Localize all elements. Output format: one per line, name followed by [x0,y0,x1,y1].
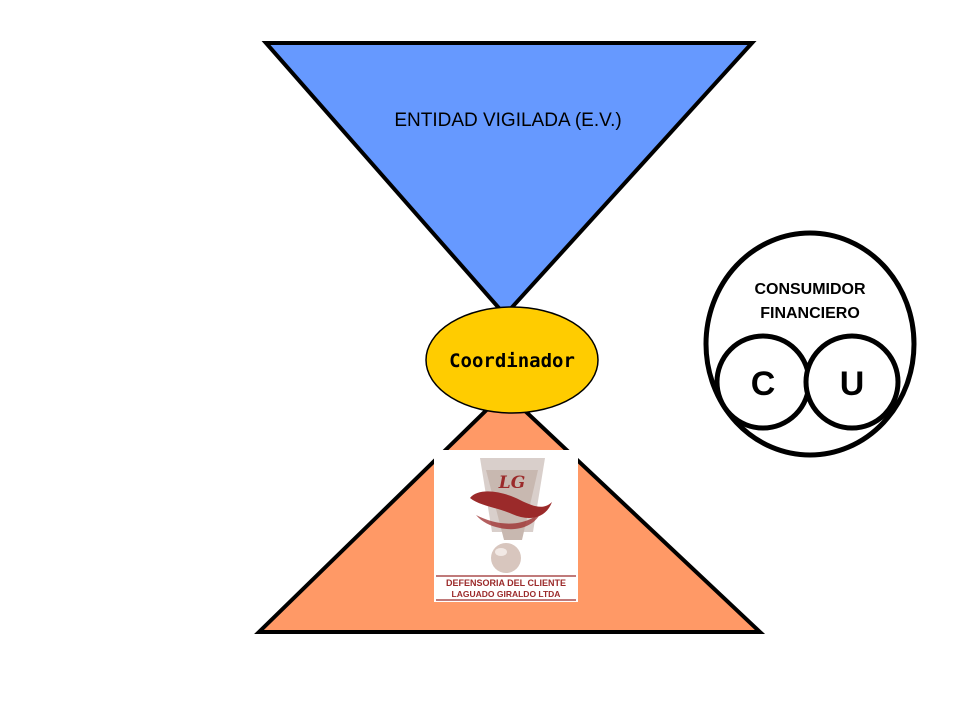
logo-line2: LAGUADO GIRALDO LTDA [452,589,561,599]
coordinador-label: Coordinador [449,350,575,372]
consumidor-group: CONSUMIDOR FINANCIERO C U [703,230,917,458]
defensoria-logo: LG DEFENSORIA DEL CLIENTE LAGUADO GIRALD… [434,450,578,602]
logo-initials: LG [498,473,525,493]
entidad-vigilada-label: ENTIDAD VIGILADA (E.V.) [394,110,621,131]
logo-line1: DEFENSORIA DEL CLIENTE [446,578,566,588]
circle-u-letter: U [840,365,865,403]
logo-dot-highlight [495,548,507,556]
consumidor-label-line1: CONSUMIDOR [754,281,866,298]
circle-u [803,333,901,431]
logo-ribbon-lower [476,510,542,530]
logo-ribbon [470,491,552,518]
consumidor-label-line2: FINANCIERO [760,305,860,322]
entidad-vigilada-triangle [261,41,757,319]
coordinador-node [425,306,599,414]
logo-exclamation-dot [491,543,521,573]
circle-c-letter: C [751,365,776,403]
